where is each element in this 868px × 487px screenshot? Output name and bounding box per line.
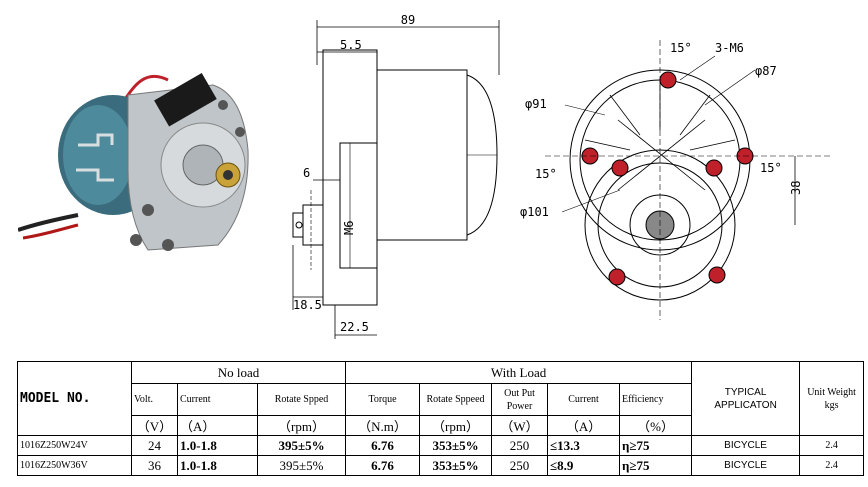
current-load-cell: ≤13.3	[547, 435, 621, 456]
unit-volt: （V）	[131, 415, 178, 436]
rpm-load-cell: 353±5%	[419, 455, 493, 476]
no-load-header: No load	[130, 361, 347, 384]
dim-38: 38	[789, 181, 803, 195]
output-power-header: Out Put Power	[491, 383, 549, 416]
typical-application-header: TYPICAL APPLICATON	[691, 361, 801, 436]
unit-power: （W）	[491, 415, 549, 436]
rpm-load-cell: 353±5%	[419, 435, 493, 456]
dim-6: 6	[303, 166, 310, 180]
model-cell: 1016Z250W24V	[17, 435, 132, 456]
screw-spec: 3-M6	[715, 41, 744, 55]
angle-left: 15°	[535, 167, 557, 181]
torque-cell: 6.76	[345, 455, 421, 476]
model-cell: 1016Z250W36V	[17, 455, 132, 476]
volt-cell: 36	[131, 455, 178, 476]
side-view-drawing: 89 5.5 M6 6 18.5 22.5	[292, 13, 500, 339]
black-wire	[18, 213, 79, 232]
weight-cell: 2.4	[799, 455, 865, 476]
current-cell: 1.0-1.8	[177, 455, 258, 476]
unit-torque: （N.m）	[345, 415, 421, 436]
efficiency-cell: η≥75	[619, 455, 693, 476]
dim-5-5: 5.5	[340, 38, 362, 52]
with-load-header: With Load	[345, 361, 693, 384]
rotate-speed-header: Rotate Spped	[256, 383, 347, 416]
angle-top: 15°	[670, 41, 692, 55]
dia-91: φ91	[525, 97, 547, 111]
dim-22-5: 22.5	[340, 320, 369, 334]
dim-overall: 89	[401, 13, 415, 27]
efficiency-cell: η≥75	[619, 435, 693, 456]
application-cell: BICYCLE	[691, 435, 801, 456]
red-wire-lower	[22, 223, 79, 240]
unit-efficiency: （%）	[619, 415, 693, 436]
weight-cell: 2.4	[799, 435, 865, 456]
spec-table: MODEL NO. No load With Load TYPICAL APPL…	[17, 361, 865, 476]
current-load-header: Current	[547, 383, 621, 416]
label-plate	[154, 73, 217, 127]
table-row: 1016Z250W24V 24 1.0-1.8 395±5% 6.76 353±…	[17, 435, 865, 456]
unit-weight-header: Unit Weight kgs	[799, 361, 865, 436]
unit-rpm-load: （rpm）	[419, 415, 493, 436]
angle-right: 15°	[760, 161, 782, 175]
unit-rpm: （rpm）	[256, 415, 347, 436]
shaft-label: M6	[342, 221, 356, 235]
efficiency-header: Efficiency	[619, 383, 693, 416]
rotate-speed-load-header: Rotate Sppeed	[419, 383, 493, 416]
dia-87: φ87	[755, 64, 777, 78]
motor-photo	[18, 73, 249, 251]
unit-current: （A）	[177, 415, 258, 436]
torque-cell: 6.76	[345, 435, 421, 456]
current-load-cell: ≤8.9	[547, 455, 621, 476]
volt-cell: 24	[131, 435, 178, 456]
rpm-cell: 395±5%	[256, 435, 347, 456]
front-view-drawing: 38 15° 3-M6 φ87 φ91 15° 15° φ101	[520, 40, 830, 320]
unit-current-load: （A）	[547, 415, 621, 436]
table-row: 1016Z250W36V 36 1.0-1.8 395±5% 6.76 353±…	[17, 455, 865, 476]
power-cell: 250	[491, 435, 549, 456]
dim-18-5: 18.5	[293, 298, 322, 312]
application-cell: BICYCLE	[691, 455, 801, 476]
current-header: Current	[177, 383, 258, 416]
power-cell: 250	[491, 455, 549, 476]
rpm-cell: 395±5%	[256, 455, 347, 476]
current-cell: 1.0-1.8	[177, 435, 258, 456]
dia-101: φ101	[520, 205, 549, 219]
torque-header: Torque	[345, 383, 421, 416]
volt-header: Volt.	[131, 383, 178, 416]
model-header: MODEL NO.	[17, 361, 132, 436]
